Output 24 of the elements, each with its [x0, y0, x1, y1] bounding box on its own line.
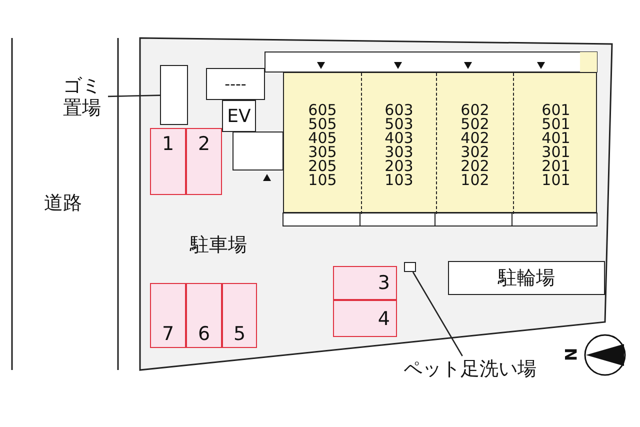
elevator-box: EV: [222, 100, 256, 132]
parking-space: 3: [333, 266, 397, 300]
parking-space: 6: [186, 283, 222, 348]
unit-column: 601 501 401 301 201 101: [513, 73, 598, 214]
leader-line: [108, 94, 160, 98]
parking-space: 1: [150, 128, 186, 195]
bicycle-parking-box: 駐輪場: [448, 261, 605, 295]
pet-foot-wash-station: [404, 262, 416, 272]
unit-column: 605 505 405 305 205 105: [284, 73, 361, 214]
parking-area-label: 駐車場: [190, 233, 247, 258]
road-label: 道路: [44, 191, 82, 216]
north-label: N: [561, 348, 580, 362]
parking-space: 7: [150, 283, 186, 348]
leader-line: [412, 272, 463, 356]
area-label: ペット足洗い場: [380, 356, 560, 382]
apartment-building: [283, 72, 597, 213]
area-label: ゴミ置場: [56, 74, 108, 120]
parking-space: 4: [333, 300, 397, 337]
garbage-station: [160, 65, 188, 125]
parking-space: 2: [186, 128, 222, 195]
parking-space: 5: [222, 283, 257, 348]
unit-column: 602 502 402 302 202 102: [436, 73, 513, 214]
stair-box: ----: [206, 68, 265, 100]
unit-column: 603 503 403 303 203 103: [361, 73, 436, 214]
